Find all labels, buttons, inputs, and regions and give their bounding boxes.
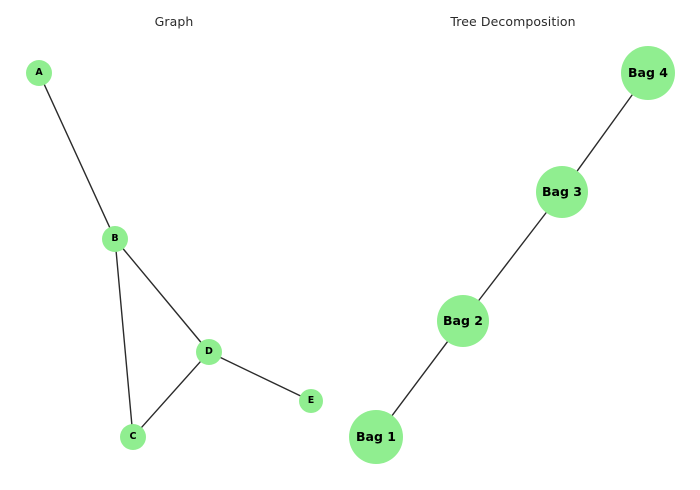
panel-title-graph: Graph [154,14,194,29]
node-bag2[interactable]: Bag 2 [437,295,489,347]
node-label-bag1: Bag 1 [356,428,396,444]
node-e[interactable]: E [299,389,323,413]
node-label-bag3: Bag 3 [542,183,582,199]
node-b[interactable]: B [102,226,128,252]
panel-title-tree-decomposition: Tree Decomposition [450,14,576,29]
node-label-d: D [205,346,213,358]
edge-a-b [43,84,111,228]
node-label-b: B [111,233,119,245]
edge-bag2-bag3 [478,211,547,302]
edge-b-d [122,248,202,343]
edge-d-e [220,356,301,397]
edge-bag3-bag4 [576,94,633,172]
node-a[interactable]: A [26,60,52,86]
node-label-bag4: Bag 4 [628,64,668,80]
node-d[interactable]: D [196,339,222,365]
node-label-e: E [307,395,315,407]
edge-bag1-bag2 [391,341,449,417]
node-bag3[interactable]: Bag 3 [536,166,588,218]
node-label-a: A [35,67,43,79]
node-label-c: C [129,431,137,443]
node-bag4[interactable]: Bag 4 [621,46,675,100]
node-c[interactable]: C [120,424,146,450]
node-bag1[interactable]: Bag 1 [349,410,403,464]
edge-c-d [140,360,202,429]
node-label-bag2: Bag 2 [443,312,483,328]
edge-b-c [115,251,133,425]
